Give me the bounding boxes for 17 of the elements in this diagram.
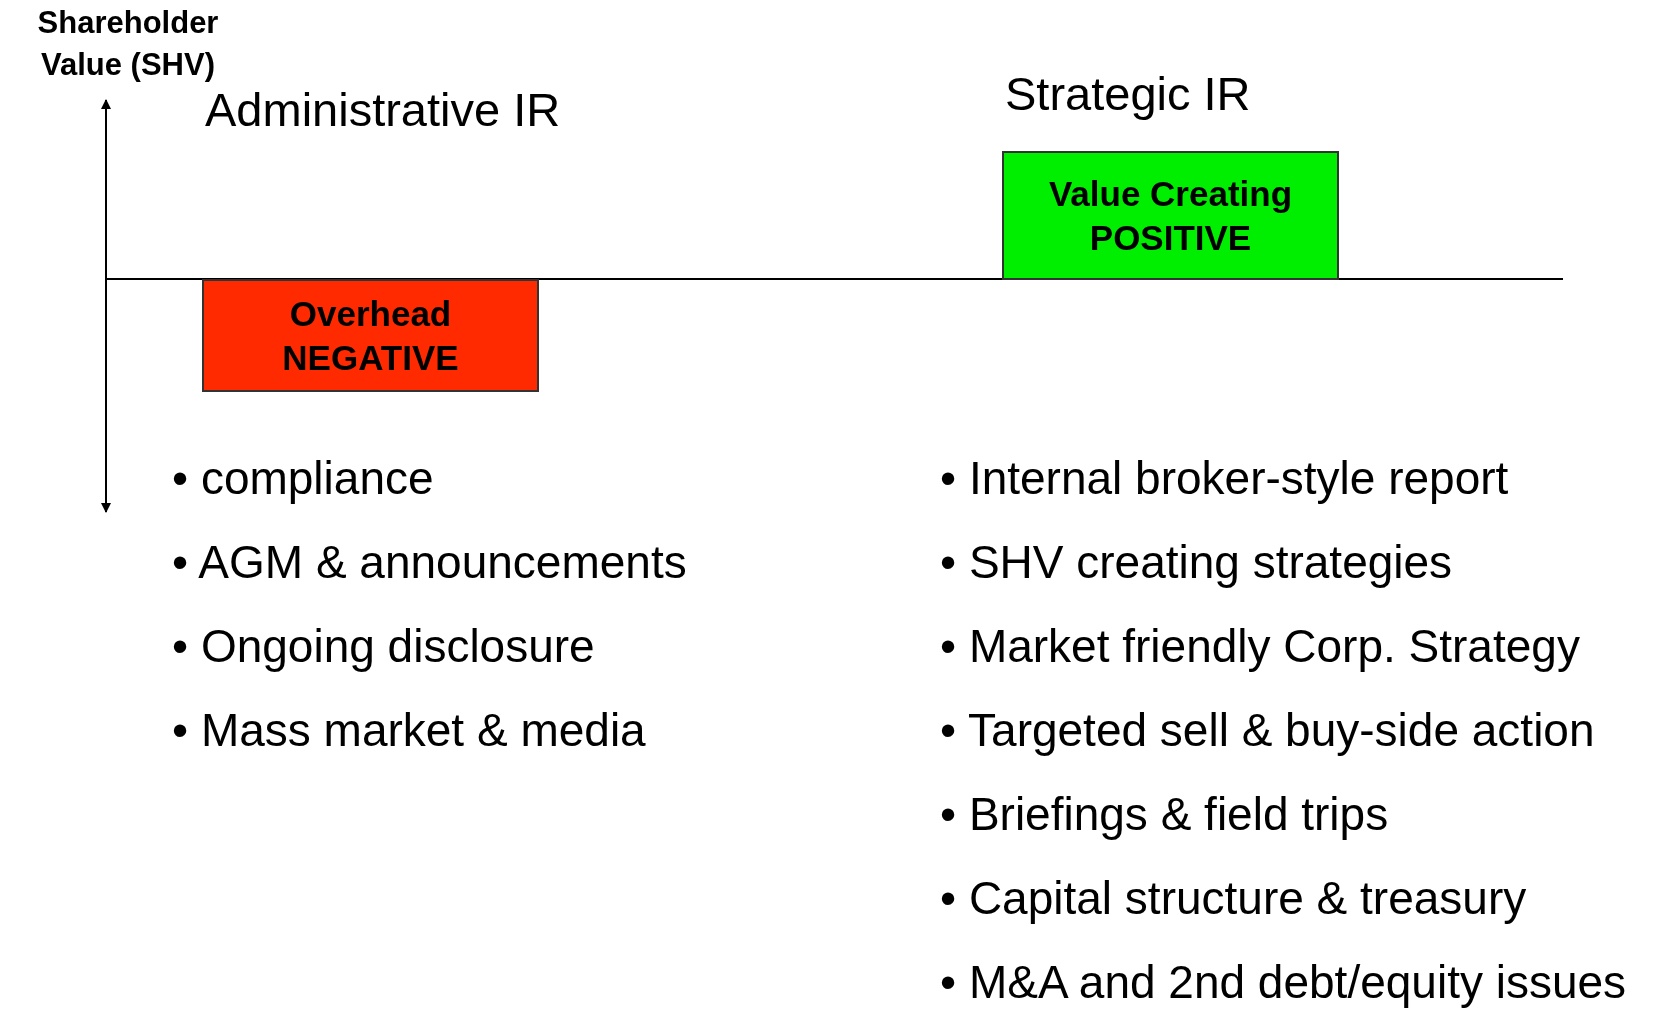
bullet-item: • compliance xyxy=(172,452,434,504)
bullet-item: • Capital structure & treasury xyxy=(940,872,1527,924)
bullet-item: • Briefings & field trips xyxy=(940,788,1389,840)
axis-label: Shareholder Value (SHV) xyxy=(36,4,220,84)
bullet-item: • Targeted sell & buy-side action xyxy=(940,704,1595,756)
bullet-item: • Market friendly Corp. Strategy xyxy=(940,620,1580,672)
bullet-item: • Ongoing disclosure xyxy=(172,620,595,672)
box-label: Overhead NEGATIVE xyxy=(281,292,460,379)
box-label: Value Creating POSITIVE xyxy=(1047,172,1294,259)
bullet-item: • Mass market & media xyxy=(172,704,646,756)
section-heading: Administrative IR xyxy=(205,86,561,133)
value-box xyxy=(202,279,539,392)
bullet-item: • M&A and 2nd debt/equity issues xyxy=(940,956,1627,1008)
bullet-item: • Internal broker-style report xyxy=(940,452,1509,504)
bullet-item: • SHV creating strategies xyxy=(940,536,1453,588)
bullet-item: • AGM & announcements xyxy=(172,536,687,588)
value-box xyxy=(1002,151,1339,280)
